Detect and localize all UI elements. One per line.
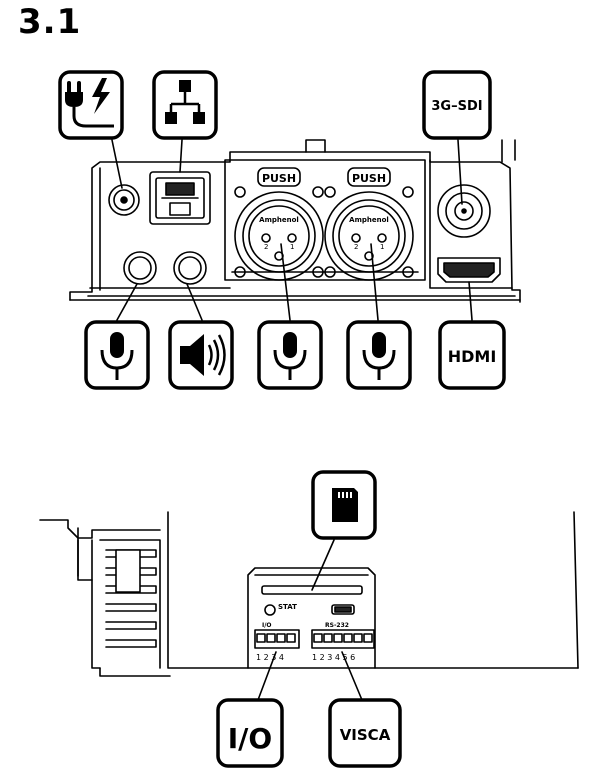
microphone-icon: [362, 332, 396, 380]
rs232-label: RS-232: [325, 622, 349, 629]
power-jack: [108, 184, 140, 216]
top-leader-lines: [111, 139, 473, 321]
microphone-icon: [273, 332, 307, 380]
section-number: 3.1: [18, 2, 82, 42]
speaker-icon: [180, 334, 226, 376]
push-label-left: PUSH: [262, 172, 296, 185]
callout-sdcard: [311, 470, 377, 540]
rs232-terminal-block: [311, 629, 375, 649]
brand-label-left: Amphenol: [259, 216, 299, 224]
sd-card-slot: [261, 585, 363, 595]
pin1-label-left: 1: [290, 243, 294, 251]
pin2-label-left: 2: [264, 243, 268, 251]
rj45-port: [149, 171, 211, 225]
callout-io: I/O: [216, 698, 284, 768]
callout-mic-in: [84, 320, 150, 390]
callout-visca: VISCA: [328, 698, 402, 768]
pin2-label-right: 2: [354, 243, 358, 251]
sd-card-icon: [332, 488, 358, 522]
bottom-leader-lines: [257, 539, 363, 701]
callout-xlr1: [257, 320, 323, 390]
rs232-switch: [331, 604, 355, 615]
status-led: [264, 604, 276, 616]
io-pin-numbers: 1 2 3 4: [256, 653, 284, 662]
power-plug-lightning-icon: [65, 78, 114, 128]
bottom-panel-housing: [39, 511, 579, 677]
callout-line-out: [168, 320, 234, 390]
top-panel-housing: [69, 139, 521, 303]
line-out-jack: [173, 251, 207, 285]
callout-power: [58, 70, 124, 140]
io-callout-label: I/O: [228, 722, 272, 755]
mic-jack: [123, 251, 157, 285]
xlr-connector-right: [324, 167, 414, 281]
io-label: I/O: [262, 622, 272, 629]
network-topology-icon: [165, 80, 205, 124]
callout-hdmi: HDMI: [438, 320, 506, 390]
push-label-right: PUSH: [352, 172, 386, 185]
sdi-label: 3G–SDI: [431, 99, 482, 114]
bnc-sdi-port: [437, 184, 491, 238]
hardware-labels: PUSH PUSH Amphenol Amphenol 2 1 2 1 STAT…: [256, 172, 389, 662]
callout-sdi: 3G–SDI: [422, 70, 492, 140]
callout-network: [152, 70, 218, 140]
hdmi-label: HDMI: [448, 347, 497, 366]
stat-label: STAT: [278, 603, 297, 611]
io-terminal-block: [254, 629, 300, 649]
microphone-icon: [100, 332, 134, 380]
brand-label-right: Amphenol: [349, 216, 389, 224]
hdmi-port: [437, 257, 501, 283]
callout-xlr2: [346, 320, 412, 390]
rs232-pin-numbers: 1 2 3 4 5 6: [312, 653, 355, 662]
pin1-label-right: 1: [380, 243, 384, 251]
visca-label: VISCA: [340, 726, 391, 744]
